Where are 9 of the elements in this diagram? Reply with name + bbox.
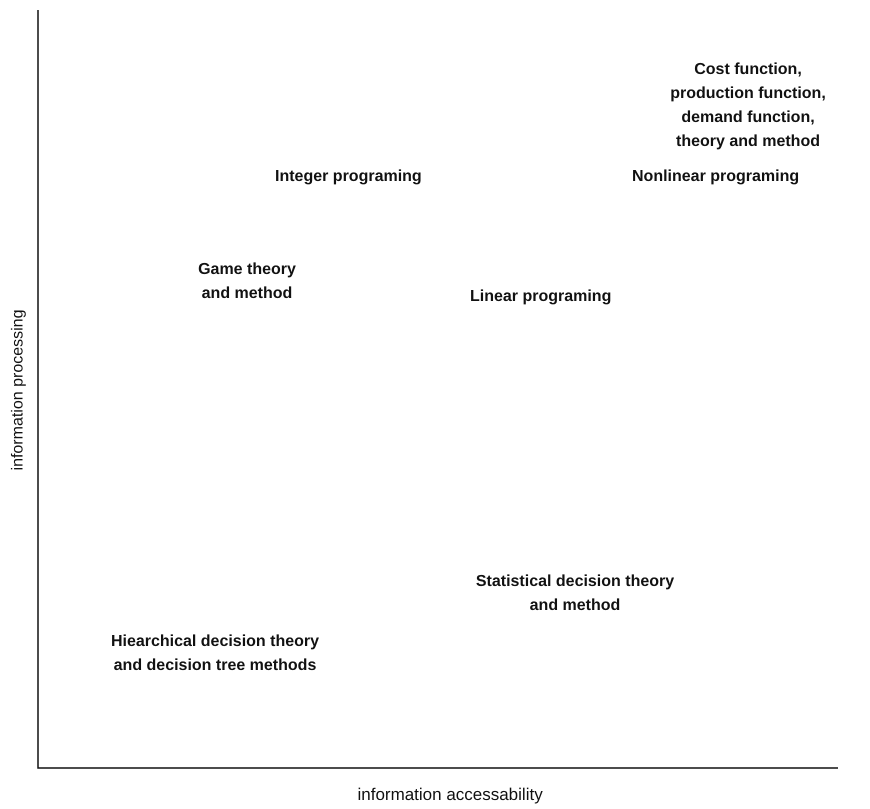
method-label: Hiearchical decision theory and decision tree methods <box>110 632 320 676</box>
method-label: Cost function, production function, demand function, theory and method <box>669 60 827 152</box>
method-label: Game theory and method <box>197 260 297 304</box>
axis-title: information accessability <box>358 784 543 806</box>
axis-title: information processing <box>8 310 27 470</box>
method-label: Linear programing <box>470 287 612 307</box>
method-label: Nonlinear programing <box>632 167 800 187</box>
method-label: Statistical decision theory and method <box>474 572 676 616</box>
method-label: Integer programing <box>275 167 422 187</box>
